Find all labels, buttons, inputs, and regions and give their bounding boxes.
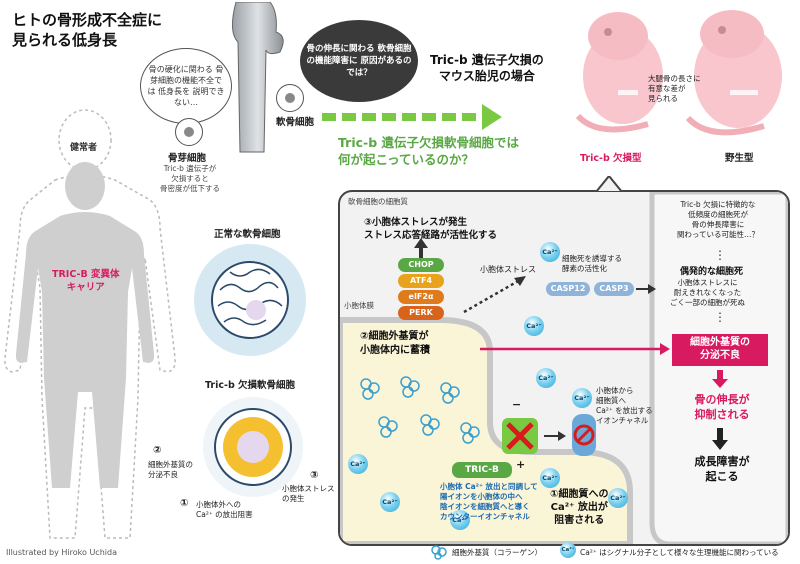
pathway-up-arrow bbox=[414, 238, 428, 258]
tricb-channel-icon bbox=[502, 418, 538, 454]
osteoblast-label: 骨芽細胞 bbox=[168, 153, 207, 164]
tricb-desc: 小胞体 Ca²⁺ 放出と同調して 陽イオンを小胞体の中へ 陰イオンを細胞質へと導… bbox=[440, 482, 538, 521]
channel-note: 小胞体から 細胞質へ Ca²⁺ を放出する イオンチャネル bbox=[596, 386, 653, 425]
step3-text: ③小胞体ストレスが発生 ストレス応答経路が活性化する bbox=[364, 217, 498, 241]
plus-sign: + bbox=[516, 458, 526, 471]
green-arrow bbox=[322, 104, 502, 130]
callout-pointer bbox=[596, 176, 622, 192]
page-title: ヒトの骨形成不全症に 見られる低身長 bbox=[12, 11, 163, 49]
er-stress-arrow bbox=[463, 276, 526, 314]
bone-image bbox=[232, 2, 284, 153]
ca-ion: Ca²⁺ bbox=[524, 316, 544, 336]
er-membrane-label: 小胞体膜 bbox=[344, 301, 374, 310]
right-dots: ⋮ bbox=[714, 248, 726, 262]
point2-text: 細胞外基質の 分泌不良 bbox=[148, 460, 193, 479]
ca-channel-icon bbox=[572, 414, 596, 456]
secretion-arrow bbox=[480, 343, 670, 355]
mouse-wildtype-image bbox=[685, 10, 782, 136]
ca-ion: Ca²⁺ bbox=[572, 388, 592, 408]
point1-text: 小胞体外への Ca²⁺ の放出阻害 bbox=[196, 500, 253, 519]
cell-death-title: 偶発的な細胞死 bbox=[680, 267, 744, 277]
result-text: 成長障害が 起こる bbox=[694, 455, 750, 483]
point1-num: ① bbox=[180, 498, 189, 509]
ca-ion: Ca²⁺ bbox=[536, 368, 556, 388]
femur-note: 大腿骨の長さに 有意な差が 見られる bbox=[648, 74, 701, 103]
point3-text: 小胞体ストレス の発生 bbox=[282, 484, 335, 503]
ca-ion: Ca²⁺ bbox=[380, 492, 400, 512]
mechanism-box-title: 軟骨細胞の細胞質 bbox=[348, 197, 408, 206]
minus-sign: − bbox=[512, 398, 522, 411]
human-silhouette bbox=[4, 109, 176, 539]
legend-matrix: 細胞外基質（コラーゲン） bbox=[452, 548, 542, 557]
down-arrow-2 bbox=[712, 428, 728, 450]
collagen-cluster bbox=[360, 376, 480, 444]
down-arrow-1 bbox=[712, 370, 728, 388]
point3-num: ③ bbox=[310, 470, 319, 481]
pathway-pill-chop: CHOP bbox=[398, 258, 444, 272]
step2-text: ②細胞外基質が 小胞体内に蓄積 bbox=[360, 331, 430, 356]
right-dots-2: ⋮ bbox=[714, 310, 726, 324]
er-lumen bbox=[340, 192, 788, 544]
knockout-label: Tric-b 欠損型 bbox=[580, 153, 642, 164]
ca-ion: Ca²⁺ bbox=[348, 454, 368, 474]
hypothesis-text: Tric-b 欠損に特徴的な 低頻度の細胞死が 骨の伸長障害に 関わっている可能… bbox=[676, 200, 760, 239]
ko-cell-label: Tric-b 欠損軟骨細胞 bbox=[205, 380, 296, 391]
growth-text: 骨の伸長が 抑制される bbox=[694, 393, 750, 421]
point2-num: ② bbox=[153, 445, 162, 456]
carrier-label: TRIC-B 変異体 キャリア bbox=[52, 269, 120, 293]
chondrocyte-cell-icon bbox=[276, 84, 304, 112]
normal-cell-image bbox=[194, 244, 306, 356]
wildtype-label: 野生型 bbox=[725, 153, 754, 164]
chondrocyte-label: 軟骨細胞 bbox=[276, 117, 315, 128]
secretion-box: 細胞外基質の 分泌不良 bbox=[672, 334, 768, 366]
ko-cell-image bbox=[203, 397, 303, 497]
ca-ion: Ca²⁺ bbox=[608, 488, 628, 508]
er-stress-label: 小胞体ストレス bbox=[480, 265, 536, 274]
casp12-pill: CASP12 bbox=[546, 282, 590, 296]
main-question: Tric-b 遺伝子欠損軟骨細胞では 何が起こっているのか？ bbox=[338, 135, 520, 167]
step1-text: ①細胞質への Ca²⁺ 放出が 阻害される bbox=[550, 489, 609, 526]
mouse-heading: Tric-b 遺伝子欠損の マウス胎児の場合 bbox=[430, 53, 544, 83]
tricb-label: TRIC-B bbox=[452, 462, 512, 478]
healthy-label: 健常者 bbox=[70, 143, 98, 153]
osteoblast-cell-icon bbox=[175, 118, 203, 146]
pathway-pill-atf4: ATF4 bbox=[398, 274, 444, 288]
ca-ion: Ca²⁺ bbox=[540, 468, 560, 488]
pathway-pill-perk: PERK bbox=[398, 306, 444, 320]
legend-ca: Ca²⁺ はシグナル分子として様々な生理機能に関わっている bbox=[580, 548, 779, 557]
question-bubble: 骨の伸長に関わる 軟骨細胞の機能障害に 原因があるのでは？ bbox=[300, 20, 418, 102]
ca-ion: Ca²⁺ bbox=[540, 242, 560, 262]
apoptosis-note: 細胞死を誘導する 酵素の活性化 bbox=[562, 254, 622, 273]
osteoblast-bubble: 骨の硬化に関わる 骨芽細胞の機能不全では 低身長を 説明できない… bbox=[140, 48, 232, 124]
mechanism-panel: 軟骨細胞の細胞質 小胞体膜 ③小胞体ストレスが発生 ストレス応答経路が活性化する… bbox=[338, 190, 790, 546]
casp-arrow bbox=[636, 284, 656, 294]
cell-death-desc: 小胞体ストレスに 耐えきれなくなった ごく一部の細胞が死ぬ bbox=[670, 278, 745, 307]
legend-matrix-icon bbox=[431, 545, 447, 560]
legend-ca-icon: Ca²⁺ bbox=[560, 542, 576, 558]
mouse-knockout-image bbox=[575, 12, 663, 133]
credit-text: Illustrated by Hiroko Uchida bbox=[6, 548, 117, 557]
casp3-pill: CASP3 bbox=[594, 282, 634, 296]
pathway-pill-eif2a: eIF2α bbox=[398, 290, 444, 304]
ca-ion: Ca²⁺ bbox=[450, 510, 470, 530]
normal-cell-label: 正常な軟骨細胞 bbox=[214, 229, 281, 240]
osteoblast-note: Tric-b 遺伝子が 欠損すると 骨密度が低下する bbox=[160, 164, 220, 193]
channel-arrow bbox=[544, 431, 566, 441]
